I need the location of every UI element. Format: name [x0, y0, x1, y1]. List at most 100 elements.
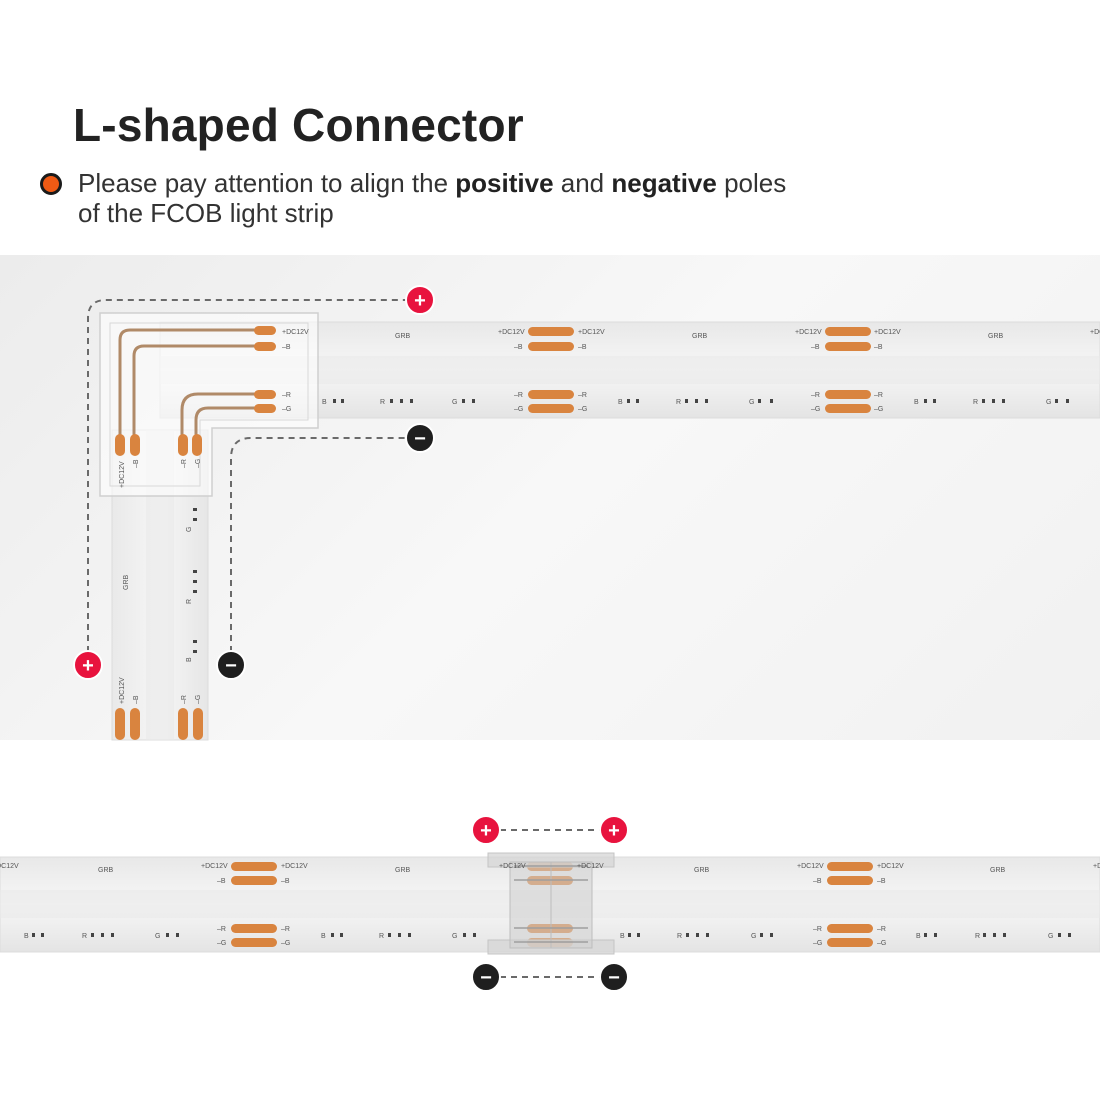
- plus-symbol: +: [608, 820, 620, 842]
- label-grb: GRB: [990, 867, 1006, 874]
- label-grb: GRB: [395, 333, 411, 340]
- v-label-grb: GRB: [123, 575, 130, 591]
- label-r: –R: [578, 392, 587, 399]
- label-grb: GRB: [98, 867, 114, 874]
- chip-label-b: B: [321, 933, 326, 940]
- l-connector-pads-h: [254, 326, 276, 413]
- label-b: –B: [217, 878, 226, 885]
- chip-label-g: G: [452, 933, 457, 940]
- minus-symbol: −: [480, 967, 492, 989]
- label-dc12v: +DC12V: [1093, 863, 1100, 870]
- chip-label-r: R: [676, 399, 681, 406]
- label-b: –B: [811, 344, 820, 351]
- page-title: L-shaped Connector: [73, 99, 524, 151]
- label-b: –B: [514, 344, 523, 351]
- v-strip-pads: [115, 708, 203, 740]
- positive-marker-left: +: [73, 650, 103, 680]
- chip-label-b: B: [618, 399, 623, 406]
- v-label-g: –G: [195, 695, 202, 704]
- chip-label-r: R: [677, 933, 682, 940]
- label-dc12v: +DC12V: [0, 863, 19, 870]
- label-g: –G: [877, 940, 886, 947]
- label-r: –R: [811, 392, 820, 399]
- bullet-icon: [40, 173, 62, 195]
- negative-marker-top: −: [405, 423, 435, 453]
- label-grb: GRB: [692, 333, 708, 340]
- chip-label-b: B: [916, 933, 921, 940]
- chip-label-b: B: [914, 399, 919, 406]
- chip-label-g: G: [155, 933, 160, 940]
- chip-label-g: G: [1046, 399, 1051, 406]
- label-r: –R: [813, 926, 822, 933]
- v-strip-chips: [193, 508, 197, 653]
- label-b: –B: [282, 344, 291, 351]
- chip-label-g: G: [1048, 933, 1053, 940]
- polarity-guides-bottom: [500, 829, 600, 978]
- label-r: –R: [877, 926, 886, 933]
- v-chip-label-g: G: [186, 527, 193, 532]
- note-line-2: of the FCOB light strip: [78, 198, 334, 228]
- v-label-b: –B: [133, 459, 140, 468]
- l-connector-pads-v: [115, 434, 202, 456]
- label-b: –B: [578, 344, 587, 351]
- chip-label-g: G: [751, 933, 756, 940]
- v-label-r: –R: [181, 459, 188, 468]
- label-dc12v: +DC12V: [874, 329, 901, 336]
- label-dc12v: +DC12V: [498, 329, 525, 336]
- minus-symbol: −: [225, 655, 237, 677]
- label-g: –G: [811, 406, 820, 413]
- label-g: –G: [874, 406, 883, 413]
- connector-wires: [118, 328, 258, 440]
- label-grb: GRB: [988, 333, 1004, 340]
- note-text-1: Please pay attention to align the: [78, 168, 456, 198]
- chip-label-g: G: [749, 399, 754, 406]
- label-dc12v: +DC12V: [281, 863, 308, 870]
- chip-label-r: R: [82, 933, 87, 940]
- label-dc12v: +DC12V: [797, 863, 824, 870]
- note-bold-positive: positive: [455, 168, 554, 198]
- h-strip-pads: [528, 327, 871, 413]
- label-dc12v: +DC12V: [877, 863, 904, 870]
- v-label-dc12v: +DC12V: [119, 677, 126, 704]
- straight-connector: [487, 852, 615, 955]
- label-r: –R: [282, 392, 291, 399]
- chip-label-b: B: [620, 933, 625, 940]
- plus-symbol: +: [82, 655, 94, 677]
- label-dc12v: +DC12V: [577, 863, 604, 870]
- v-label-dc12v: +DC12V: [119, 461, 126, 488]
- note-text-2: and: [553, 168, 612, 198]
- label-b: –B: [281, 878, 290, 885]
- polarity-guides-top: [87, 299, 408, 652]
- label-r: –R: [514, 392, 523, 399]
- h-strip-chips: [333, 399, 1069, 403]
- label-grb: GRB: [694, 867, 710, 874]
- label-grb: GRB: [395, 867, 411, 874]
- v-chip-label-b: B: [186, 657, 193, 662]
- chip-label-r: R: [380, 399, 385, 406]
- l-connector-housing: [99, 312, 319, 497]
- label-b: –B: [874, 344, 883, 351]
- label-b: –B: [813, 878, 822, 885]
- chip-label-g: G: [452, 399, 457, 406]
- minus-symbol: −: [414, 428, 426, 450]
- label-dc12v: +DC12V: [201, 863, 228, 870]
- label-dc12v: +DC12V: [282, 329, 309, 336]
- label-dc12v: +DC12V: [1090, 329, 1100, 336]
- instruction-note: Please pay attention to align the positi…: [78, 168, 938, 228]
- positive-marker-top: +: [405, 285, 435, 315]
- chip-label-b: B: [322, 399, 327, 406]
- label-dc12v: +DC12V: [795, 329, 822, 336]
- positive-marker-bottom-left: +: [471, 815, 501, 845]
- label-r: –R: [874, 392, 883, 399]
- label-r: –R: [281, 926, 290, 933]
- label-r: –R: [217, 926, 226, 933]
- plus-symbol: +: [414, 290, 426, 312]
- l-connector-inner: [109, 322, 309, 487]
- v-label-r: –R: [181, 695, 188, 704]
- label-g: –G: [282, 406, 291, 413]
- label-b: –B: [877, 878, 886, 885]
- bottom-strip-chips: [32, 933, 1071, 937]
- negative-marker-left: −: [216, 650, 246, 680]
- label-g: –G: [813, 940, 822, 947]
- label-dc12v: +DC12V: [499, 863, 526, 870]
